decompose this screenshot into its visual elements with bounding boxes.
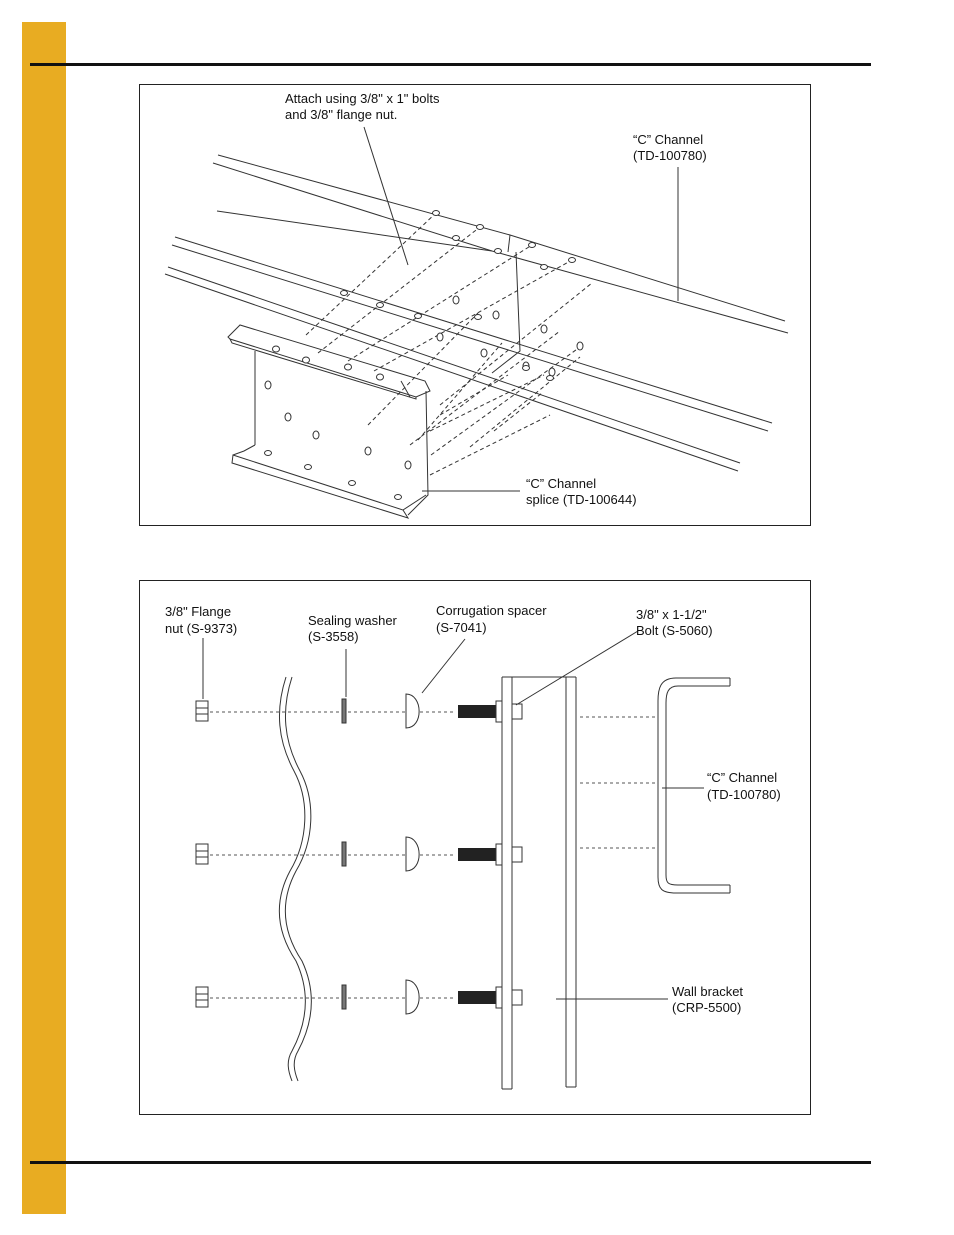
lower-rail-4: [164, 273, 739, 472]
lower-rail-2: [171, 244, 769, 432]
flange-nut-2: [195, 843, 209, 865]
callout-bolts-line2: and 3/8" flange nut.: [285, 107, 398, 122]
callout-c-channel-line2: (TD-100780): [707, 787, 781, 802]
callout-bracket-line1: Wall bracket: [672, 984, 744, 999]
upper-rail-joint: [507, 234, 511, 253]
spacer-1: [405, 693, 420, 729]
sealing-washer-1: [341, 698, 347, 724]
header-rule: [30, 63, 871, 66]
leader-bolts: [363, 126, 409, 266]
leader-bolt: [515, 630, 639, 706]
bolt-thread-3: [458, 991, 496, 1004]
callout-c-channel-line1: “C” Channel: [633, 132, 704, 147]
figure-channel-splice: Attach using 3/8" x 1" bolts and 3/8" fl…: [139, 84, 811, 526]
footer-rule: [30, 1161, 871, 1164]
upper-rail-1: [217, 154, 786, 322]
sealing-washer-3: [341, 984, 347, 1010]
hardware-row-1: [195, 693, 523, 729]
callout-bolt-line2: Bolt (S-5060): [636, 623, 713, 638]
leader-spacer: [421, 638, 466, 694]
bolt-thread-2: [458, 848, 496, 861]
callout-washer-line1: Sealing washer: [308, 613, 397, 628]
hardware-row-2: [195, 836, 523, 872]
callout-spacer-line2: (S-7041): [436, 620, 487, 635]
upper-rail-3: [216, 210, 493, 252]
bolt-head-1: [511, 703, 523, 720]
bolt-head-2: [511, 846, 523, 863]
callout-washer-line2: (S-3558): [308, 629, 359, 644]
hardware-drawing: [195, 630, 731, 1090]
bolt-head-3: [511, 989, 523, 1006]
flange-nut-3: [195, 986, 209, 1008]
callout-flange-nut-line2: nut (S-9373): [165, 621, 238, 636]
lower-rail-3: [167, 266, 741, 464]
bolt-thread-1: [458, 705, 496, 718]
callout-splice-line2: splice (TD-100644): [526, 492, 637, 507]
side-color-bar: [22, 22, 66, 1214]
upper-rail-2: [212, 162, 789, 334]
c-channel-inner: [665, 685, 730, 886]
sealing-washer-2: [341, 841, 347, 867]
callout-c-channel-line2: (TD-100780): [633, 148, 707, 163]
splice-top-flange: [227, 324, 431, 398]
lower-rail-1: [174, 236, 773, 424]
splice-right-edge: [407, 390, 429, 516]
c-channel-outer: [657, 677, 730, 894]
spacer-2: [405, 836, 420, 872]
callout-splice-line1: “C” Channel: [526, 476, 597, 491]
figure-wall-bracket-hardware: 3/8" Flange nut (S-9373) Sealing washer …: [139, 580, 811, 1115]
hardware-row-3: [195, 979, 523, 1015]
splice-bottom-flange: [231, 454, 410, 519]
callout-bracket-line2: (CRP-5500): [672, 1000, 742, 1015]
splice-drawing: [164, 126, 789, 519]
callout-bolts-line1: Attach using 3/8" x 1" bolts: [285, 91, 440, 106]
callout-spacer-line1: Corrugation spacer: [436, 603, 547, 618]
spacer-3: [405, 979, 420, 1015]
callout-flange-nut-line1: 3/8" Flange: [165, 604, 232, 619]
flange-nut-1: [195, 700, 209, 722]
callout-c-channel-line1: “C” Channel: [707, 770, 778, 785]
wall-sheet-front: [278, 676, 306, 1082]
channel-web-edge: [491, 251, 521, 374]
wall-sheet-back: [284, 676, 312, 1082]
callout-bolt-line1: 3/8" x 1-1/2": [636, 607, 707, 622]
